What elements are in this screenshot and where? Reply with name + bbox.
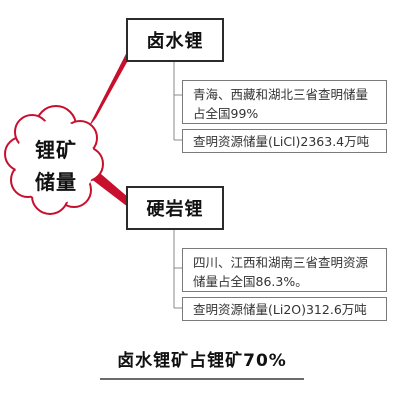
node-hard-rock-lithium-label: 硬岩锂 bbox=[146, 199, 204, 220]
node-hard-rock-lithium: 硬岩锂 bbox=[126, 186, 224, 230]
node-brine-lithium: 卤水锂 bbox=[126, 18, 224, 62]
note-rock-reserves: 查明资源储量(Li2O)312.6万吨 bbox=[182, 297, 387, 321]
node-brine-lithium-label: 卤水锂 bbox=[146, 31, 204, 52]
note-rock-distribution: 四川、江西和湖南三省查明资源储量占全国86.3%。 bbox=[182, 248, 387, 292]
cloud-fill bbox=[15, 120, 95, 204]
tree-lines-rock bbox=[173, 226, 182, 309]
footer-caption: 卤水锂矿占锂矿70% bbox=[117, 351, 287, 371]
cloud-label: 锂矿 储量 bbox=[26, 134, 86, 198]
connector-to-brine bbox=[88, 42, 136, 128]
note-brine-distribution: 青海、西藏和湖北三省查明储量占全国99% bbox=[182, 80, 387, 124]
connector-to-rock bbox=[90, 168, 136, 210]
footer-underline bbox=[100, 378, 304, 380]
cloud-label-line2: 储量 bbox=[35, 170, 77, 194]
note-brine-reserves: 查明资源储量(LiCl)2363.4万吨 bbox=[182, 129, 387, 153]
tree-lines-brine bbox=[173, 62, 182, 141]
cloud-label-line1: 锂矿 bbox=[35, 138, 77, 162]
